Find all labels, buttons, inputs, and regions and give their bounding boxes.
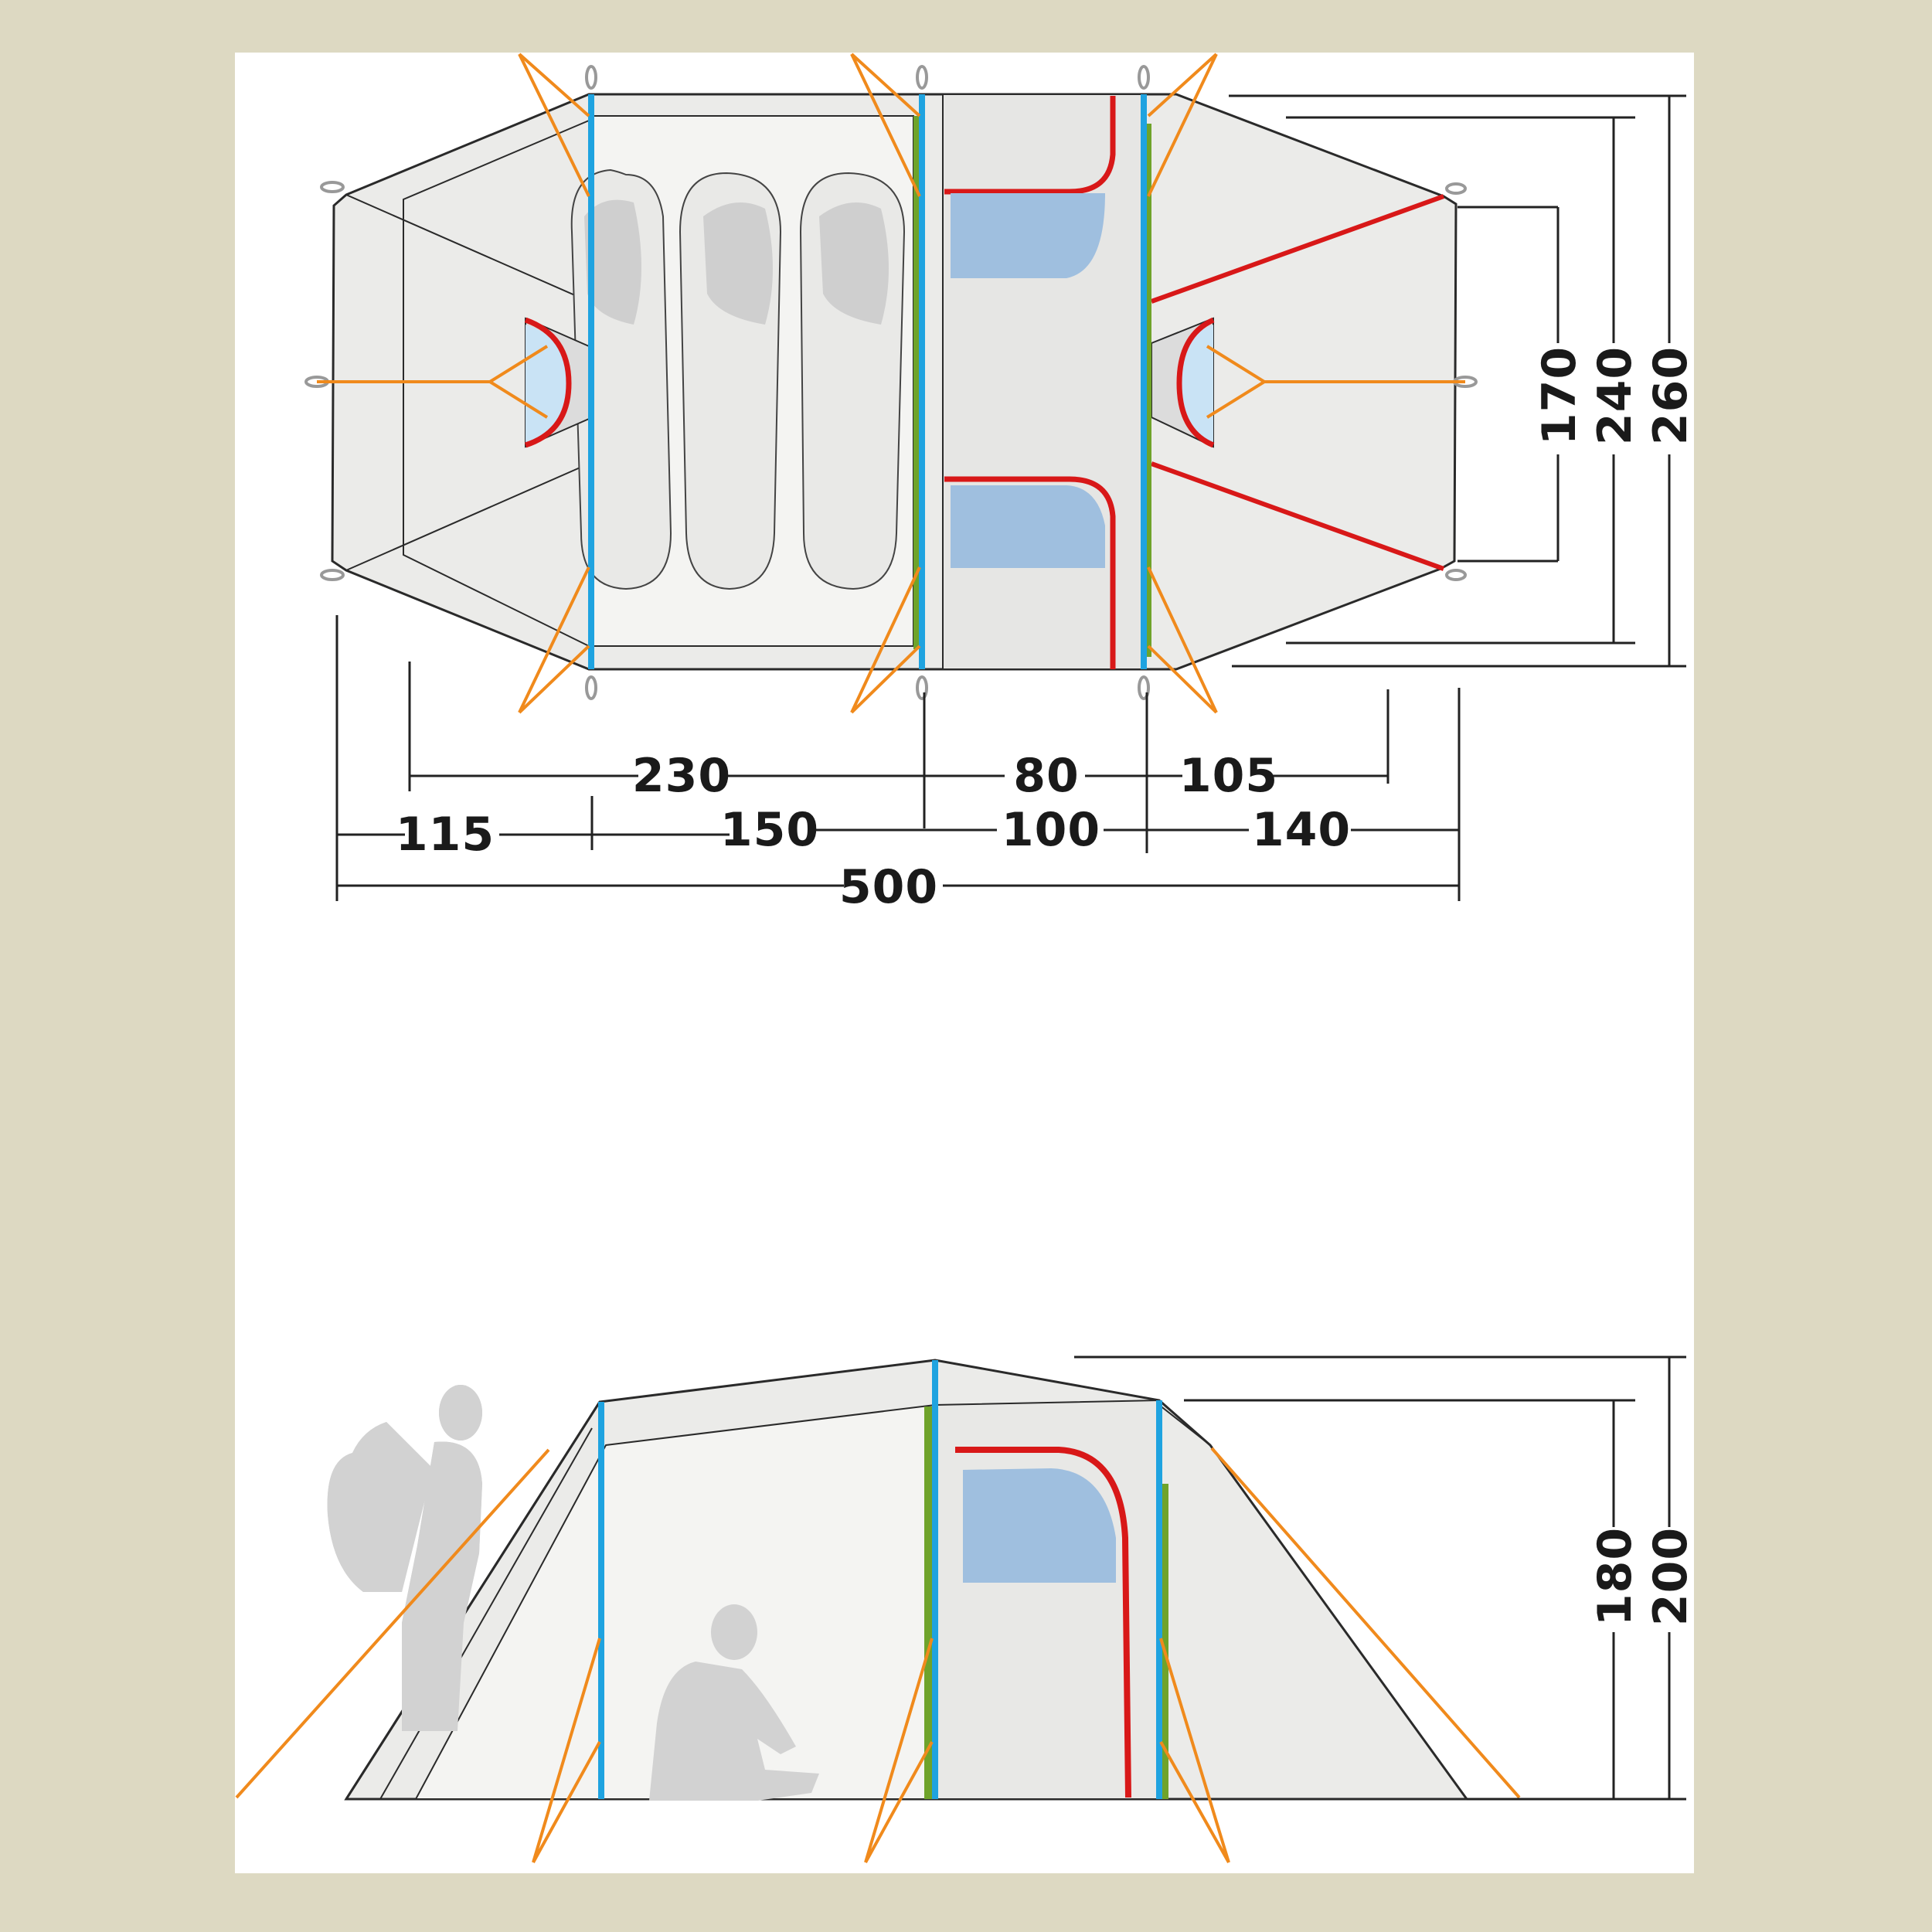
side-view: 180 200 — [235, 1355, 1698, 1863]
length-label-115: 115 — [396, 808, 495, 862]
right-door-zip — [1150, 461, 1445, 571]
sitting-person-front — [649, 1604, 819, 1801]
length-label-140: 140 — [1252, 803, 1351, 857]
right-eave — [1158, 1404, 1211, 1446]
standing-person-front — [327, 1385, 482, 1731]
side-guy-lines — [235, 1447, 1521, 1863]
right-window — [1151, 317, 1215, 448]
height-label-180: 180 — [1588, 1527, 1642, 1626]
side-door-window — [963, 1468, 1116, 1583]
height-label-200: 200 — [1644, 1527, 1698, 1626]
left-edge-inner — [379, 1427, 593, 1800]
left-edge — [345, 1401, 601, 1800]
top-view: 230 80 105 115 150 100 140 500 170 240 2… — [304, 53, 1698, 914]
green-strut — [1144, 124, 1151, 657]
left-vestibule-inner — [403, 120, 590, 647]
height-dimension-lines — [1074, 1355, 1686, 1801]
left-brace-line — [345, 194, 590, 302]
length-label-230: 230 — [632, 749, 731, 803]
width-label-240: 240 — [1588, 346, 1642, 445]
width-dimension-lines — [1229, 94, 1686, 668]
pillow — [703, 202, 773, 325]
length-dimension-lines — [335, 615, 1461, 901]
length-label-80: 80 — [1013, 749, 1080, 803]
length-label-100: 100 — [1002, 803, 1100, 857]
sleeping-bags — [570, 168, 906, 590]
side-door-zip — [955, 1447, 1131, 1798]
width-label-260: 260 — [1644, 346, 1698, 445]
green-strut — [924, 1406, 932, 1799]
length-label-150: 150 — [720, 803, 819, 857]
living-windows — [944, 96, 1116, 669]
length-label-105: 105 — [1179, 749, 1278, 803]
green-strut — [913, 116, 921, 649]
left-brace-line — [345, 463, 590, 571]
right-door-zip — [1150, 194, 1445, 304]
guy-lines — [317, 53, 1465, 714]
length-label-500: 500 — [839, 860, 938, 914]
pillow — [819, 202, 889, 325]
green-strut — [1161, 1484, 1168, 1799]
pillow — [584, 199, 641, 325]
width-label-170: 170 — [1532, 346, 1587, 445]
